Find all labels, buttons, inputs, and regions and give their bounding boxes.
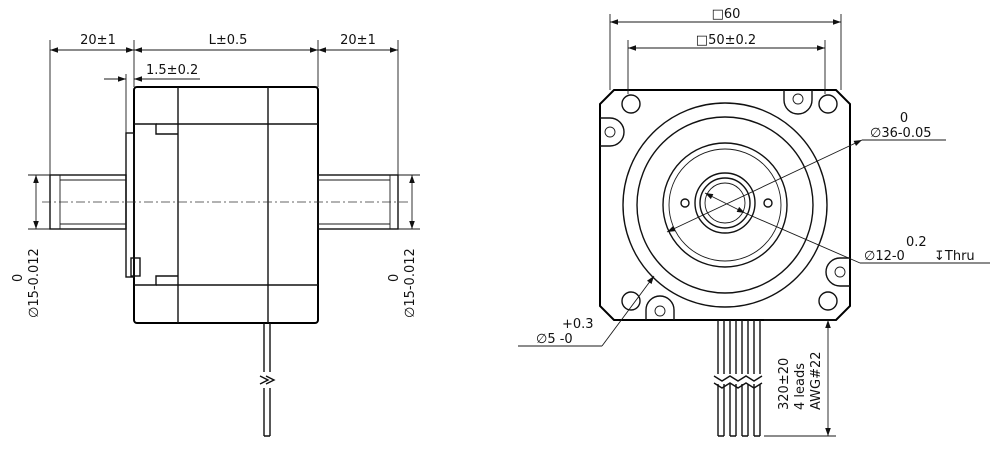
dim-boss-diameter — [666, 139, 863, 233]
label-body-length: L±0.5 — [209, 33, 248, 48]
hole-spacing-value: 50±0.2 — [708, 33, 756, 48]
dim-mount-hole — [601, 275, 655, 347]
label-lead-count: 4 leads — [793, 363, 808, 410]
label-mount-hole-upper: +0.3 — [562, 317, 594, 332]
front-pilot — [125, 132, 135, 278]
label-lead-length: 320±20 — [777, 358, 792, 410]
front-view: □60 □50±0.2 0 ∅36-0.05 0.2 ∅12-0 ↧Thru +… — [518, 7, 990, 437]
label-hole-spacing: □50±0.2 — [696, 33, 756, 48]
mount-hole-value: 5 -0 — [547, 332, 572, 347]
label-bore-dia: ∅12-0 — [864, 249, 905, 264]
slot-top-right-hole — [792, 93, 804, 105]
bore-depth-value: Thru — [944, 249, 975, 264]
label-shaft-right-length: 20±1 — [340, 33, 376, 48]
lead-wires-front — [713, 320, 763, 437]
label-shaft-dia-left: ∅15-0.012 — [27, 248, 42, 318]
lead-wire-side — [259, 323, 276, 437]
label-outer-square: □60 — [712, 7, 741, 22]
lead-exit-tab — [130, 257, 141, 277]
label-bore-depth: ↧Thru — [934, 249, 975, 264]
depth-symbol: ↧ — [934, 249, 945, 264]
mount-hole-bottom-left — [621, 291, 641, 311]
diameter-symbol-bore: ∅ — [864, 249, 875, 264]
label-boss-dia-upper: 0 — [900, 111, 908, 126]
body-notch-bottom — [134, 275, 178, 286]
slot-left — [600, 117, 625, 147]
label-flange-offset: 1.5±0.2 — [146, 63, 198, 78]
shaft-dia-left-value: 15-0.012 — [27, 248, 42, 306]
slot-bottom-left — [645, 295, 675, 320]
label-shaft-dia-right: ∅15-0.012 — [403, 248, 418, 318]
square-symbol-outer: □ — [712, 7, 724, 22]
diameter-symbol-left: ∅ — [27, 307, 42, 318]
label-shaft-left-length: 20±1 — [80, 33, 116, 48]
mount-hole-bottom-right — [818, 291, 838, 311]
label-mount-hole: ∅5 -0 — [536, 332, 573, 347]
dim-bore-diameter — [704, 192, 746, 214]
square-symbol-holes: □ — [696, 33, 708, 48]
label-bore-dia-upper: 0.2 — [906, 235, 927, 250]
body-notch-top — [134, 123, 178, 135]
label-shaft-dia-left-upper: 0 — [11, 274, 26, 282]
motor-body-outline — [133, 86, 319, 324]
label-lead-gauge: AWG#22 — [809, 351, 824, 410]
label-boss-dia: ∅36-0.05 — [870, 126, 932, 141]
slot-bottom-left-hole — [654, 305, 666, 317]
label-shaft-dia-right-upper: 0 — [387, 274, 402, 282]
mount-hole-top-right — [818, 94, 838, 114]
pilot-screw-right — [763, 198, 773, 208]
bore-dia-value: 12-0 — [875, 249, 905, 264]
boss-dia-value: 36-0.05 — [881, 126, 931, 141]
leader-bore — [744, 212, 861, 264]
diameter-symbol-right: ∅ — [403, 307, 418, 318]
slot-right-hole — [834, 266, 846, 278]
slot-top-right — [783, 90, 813, 115]
pilot-screw-left — [680, 198, 690, 208]
diameter-symbol-boss: ∅ — [870, 126, 881, 141]
slot-left-hole — [604, 126, 616, 138]
slot-right — [825, 257, 850, 287]
side-view: 20±1 L±0.5 20±1 1.5±0.2 ∅15-0.012 0 ∅15-… — [11, 33, 420, 437]
outer-square-value: 60 — [724, 7, 741, 22]
shaft-dia-right-value: 15-0.012 — [403, 248, 418, 306]
mount-hole-top-left — [621, 94, 641, 114]
diameter-symbol-mount: ∅ — [536, 332, 547, 347]
